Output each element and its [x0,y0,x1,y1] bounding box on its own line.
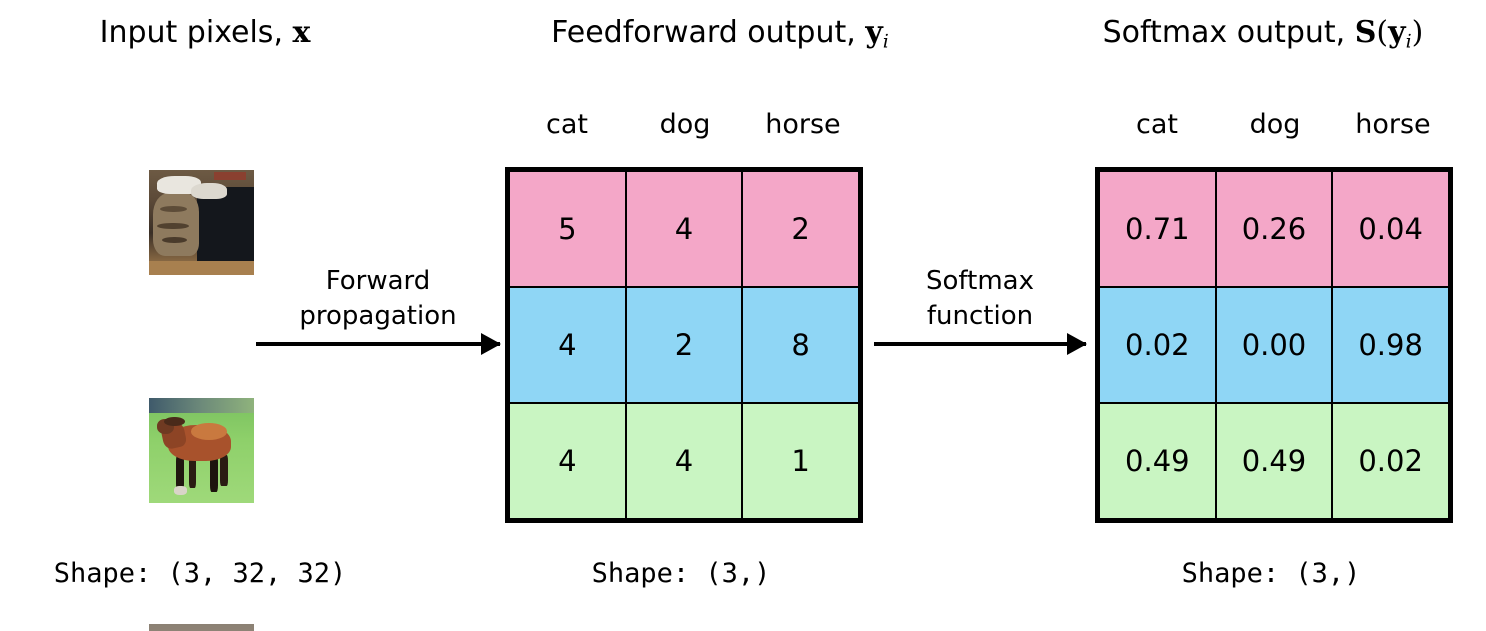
softmax-cell-r2c2: 0.02 [1331,402,1450,520]
feedforward-shape-caption: Shape: (3,) [591,558,771,589]
table-row: 4 4 1 [508,402,860,520]
softmax-function-arrow: Softmax function [874,266,1087,355]
softmax-output-matrix: 0.71 0.26 0.04 0.02 0.00 0.98 0.49 0.49 … [1095,167,1453,523]
cat-image-highlight [157,176,202,195]
table-row: 0.71 0.26 0.04 [1098,170,1450,288]
cat-image [149,170,254,275]
input-title-symbol: x [292,15,311,50]
softmax-cell-r2c0: 0.49 [1098,402,1217,520]
feedforward-header-horse: horse [765,109,841,140]
feedforward-cell-r1c0: 4 [508,286,627,404]
softmax-cell-r2c1: 0.49 [1214,402,1334,520]
horse-image [149,398,254,503]
table-row: 5 4 2 [508,170,860,288]
softmax-column-title: Softmax output, S(yi) [1040,18,1486,51]
softmax-title-subscript: i [1405,30,1412,53]
table-row: 0.02 0.00 0.98 [1098,286,1450,404]
softmax-arrow-label-line2: function [926,300,1034,331]
cat-image-detail [214,172,246,181]
forward-arrow-label-line2: propagation [299,300,457,331]
softmax-title-symbol-s: S [1354,15,1377,50]
dog-image [149,624,254,631]
feedforward-header-cat: cat [546,109,588,140]
softmax-title-symbol-y: y [1388,15,1406,50]
cat-image-floor [149,261,254,275]
dog-image-background [149,624,254,631]
feedforward-title-symbol: y [865,15,883,50]
softmax-title-open-paren: ( [1376,15,1389,50]
softmax-cell-r1c1: 0.00 [1214,286,1334,404]
horse-image-leg [209,454,219,493]
feedforward-header-dog: dog [659,109,711,140]
feedforward-cell-r0c1: 4 [624,170,744,288]
table-row: 0.49 0.49 0.02 [1098,402,1450,520]
input-column-title: Input pixels, x [0,18,410,48]
softmax-title-close-paren: ) [1411,15,1424,50]
table-row: 4 2 8 [508,286,860,404]
feedforward-cell-r2c2: 1 [741,402,860,520]
forward-arrow-line [256,342,500,346]
feedforward-column-title: Feedforward output, yi [460,18,980,51]
softmax-cell-r1c2: 0.98 [1331,286,1450,404]
feedforward-cell-r1c2: 8 [741,286,860,404]
forward-propagation-arrow: Forward propagation [256,266,501,355]
softmax-header-dog: dog [1249,109,1301,140]
forward-arrow-label: Forward propagation [256,264,500,334]
softmax-cell-r1c0: 0.02 [1098,286,1217,404]
input-shape-caption: Shape: (3, 32, 32) [53,558,347,589]
softmax-shape-caption: Shape: (3,) [1181,558,1361,589]
horse-image-leg [188,454,197,489]
softmax-arrow-label-line1: Softmax [926,265,1034,296]
softmax-cell-r0c1: 0.26 [1214,170,1334,288]
softmax-title-text: Softmax output, [1102,15,1355,50]
feedforward-title-text: Feedforward output, [551,15,866,50]
softmax-column-headers: cat dog horse [1098,111,1452,138]
softmax-cell-r0c2: 0.04 [1331,170,1450,288]
feedforward-column-headers: cat dog horse [508,111,862,138]
softmax-header-cat: cat [1136,109,1178,140]
cat-image-stripe [157,222,189,229]
forward-arrow-label-line1: Forward [325,265,431,296]
horse-image-mane [163,416,185,427]
cat-image-stripe [161,237,187,244]
softmax-header-horse: horse [1355,109,1431,140]
cat-image-highlight [191,182,227,200]
horse-image-leg [176,454,184,491]
input-title-text: Input pixels, [99,15,293,50]
softmax-arrow-line [874,342,1086,346]
horse-image-back [191,423,227,440]
feedforward-cell-r0c0: 5 [508,170,627,288]
softmax-cell-r0c0: 0.71 [1098,170,1217,288]
horse-image-skyline [149,398,254,413]
feedforward-cell-r2c0: 4 [508,402,627,520]
feedforward-cell-r0c2: 2 [741,170,860,288]
cat-image-stripe [159,205,187,212]
feedforward-cell-r1c1: 2 [624,286,744,404]
feedforward-title-subscript: i [882,30,889,53]
horse-image-leg [220,454,228,487]
horse-image-hoof [174,486,187,495]
feedforward-cell-r2c1: 4 [624,402,744,520]
softmax-arrow-label: Softmax function [874,264,1086,334]
softmax-arrow-head [1067,333,1087,355]
cat-image-shadow [197,186,254,269]
feedforward-output-matrix: 5 4 2 4 2 8 4 4 1 [505,167,863,523]
forward-arrow-head [481,333,501,355]
